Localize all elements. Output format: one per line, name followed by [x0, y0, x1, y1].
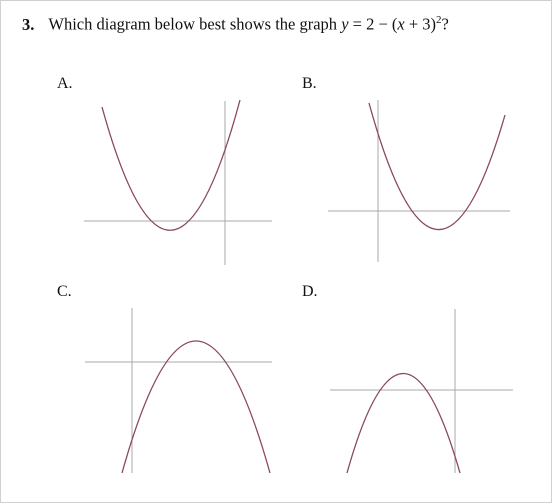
equation-x: x	[397, 14, 405, 34]
option-b-graph[interactable]	[325, 95, 525, 270]
option-d-graph[interactable]	[325, 303, 525, 483]
question-mark: ?	[441, 14, 449, 34]
option-b-label: B.	[302, 75, 317, 92]
option-c-graph[interactable]	[80, 303, 280, 483]
equation-end: + 3)	[404, 14, 437, 34]
question-text: 3. Which diagram below best shows the gra…	[22, 14, 449, 35]
option-d-parabola	[346, 372, 461, 474]
equation-y: y	[341, 14, 349, 34]
option-c-label: C.	[57, 283, 72, 300]
option-c-parabola	[121, 340, 271, 474]
equation-exponent: 2	[436, 14, 442, 26]
question-number: 3.	[22, 14, 35, 34]
question-prefix: Which diagram below best shows the graph	[48, 14, 342, 34]
option-d-label: D.	[302, 283, 318, 300]
option-b-parabola	[368, 102, 506, 231]
option-a-graph[interactable]	[80, 95, 280, 270]
equation-mid: = 2 − (	[348, 14, 398, 34]
option-a-parabola	[101, 99, 241, 231]
option-a-label: A.	[57, 75, 73, 92]
